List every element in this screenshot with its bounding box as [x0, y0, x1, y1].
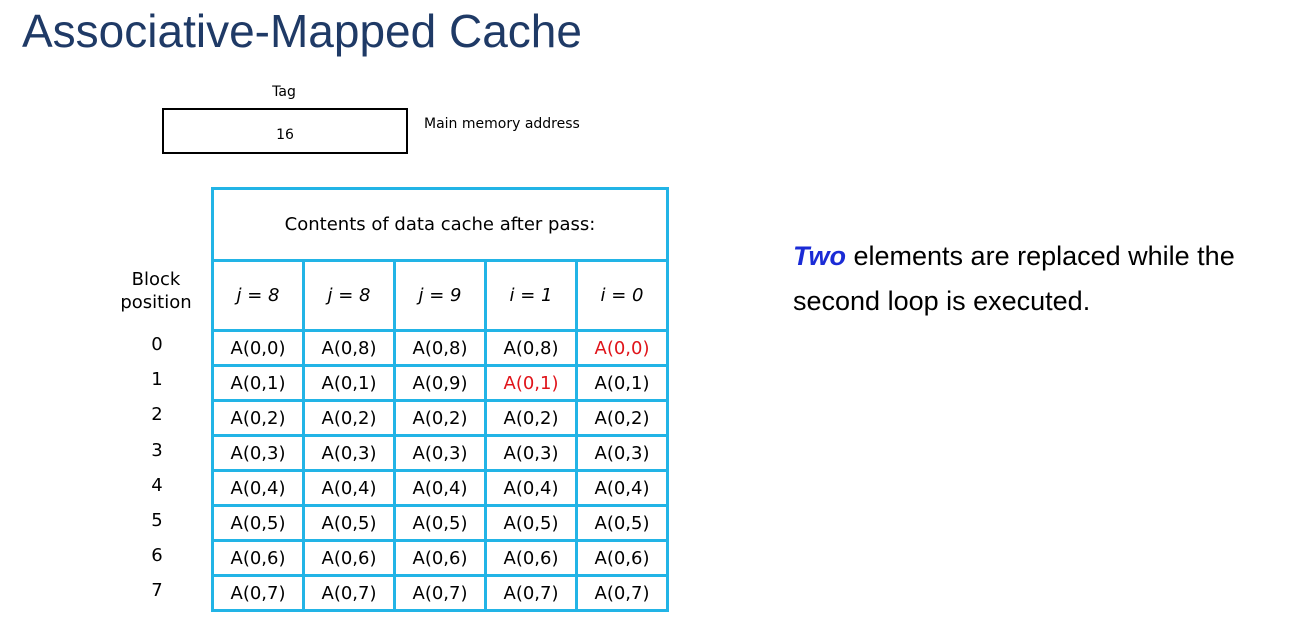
- table-cell: A(0,7): [575, 574, 669, 612]
- tag-field-box: 16: [162, 108, 408, 154]
- table-header: Contents of data cache after pass:: [211, 187, 669, 262]
- table-cell: A(0,2): [211, 399, 305, 437]
- table-cell: A(0,8): [393, 329, 487, 367]
- table-cell: A(0,5): [211, 504, 305, 542]
- cache-contents-table: Contents of data cache after pass: j = 8…: [211, 187, 669, 612]
- table-cell: A(0,5): [484, 504, 578, 542]
- table-cell: A(0,2): [302, 399, 396, 437]
- block-position-label: 3: [151, 439, 163, 461]
- table-cell: A(0,3): [484, 434, 578, 472]
- table-cell: A(0,5): [302, 504, 396, 542]
- block-position-label: 7: [151, 580, 163, 602]
- explanation-note: Two elements are replaced while the seco…: [793, 234, 1293, 324]
- table-row: A(0,6)A(0,6)A(0,6)A(0,6)A(0,6): [211, 539, 669, 577]
- table-cell: A(0,3): [302, 434, 396, 472]
- note-text: elements are replaced while the second l…: [793, 241, 1235, 316]
- column-header-3: i = 1: [484, 259, 578, 332]
- tag-field-bits: 16: [276, 127, 294, 143]
- table-cell: A(0,3): [211, 434, 305, 472]
- table-cell: A(0,1): [575, 364, 669, 402]
- table-cell: A(0,7): [302, 574, 396, 612]
- block-position-label: 2: [151, 404, 163, 426]
- tag-field-label: Tag: [272, 84, 296, 100]
- table-row: A(0,2)A(0,2)A(0,2)A(0,2)A(0,2): [211, 399, 669, 437]
- table-cell: A(0,3): [575, 434, 669, 472]
- table-row: A(0,3)A(0,3)A(0,3)A(0,3)A(0,3): [211, 434, 669, 472]
- block-position-header-line: position: [120, 292, 192, 313]
- table-cell: A(0,2): [575, 399, 669, 437]
- note-emphasis: Two: [793, 241, 846, 271]
- table-cell: A(0,6): [302, 539, 396, 577]
- table-row: A(0,0)A(0,8)A(0,8)A(0,8)A(0,0): [211, 329, 669, 367]
- table-cell: A(0,1): [302, 364, 396, 402]
- table-row: A(0,1)A(0,1)A(0,9)A(0,1)A(0,1): [211, 364, 669, 402]
- table-cell: A(0,2): [393, 399, 487, 437]
- table-cell: A(0,1): [484, 364, 578, 402]
- table-cell: A(0,6): [575, 539, 669, 577]
- block-position-header: Block position: [110, 268, 202, 314]
- table-row: A(0,4)A(0,4)A(0,4)A(0,4)A(0,4): [211, 469, 669, 507]
- block-position-label: 0: [151, 334, 163, 355]
- table-cell: A(0,9): [393, 364, 487, 402]
- table-cell: A(0,6): [393, 539, 487, 577]
- table-cell: A(0,4): [575, 469, 669, 507]
- table-cell: A(0,6): [484, 539, 578, 577]
- table-cell: A(0,4): [302, 469, 396, 507]
- table-cell: A(0,6): [211, 539, 305, 577]
- table-cell: A(0,0): [575, 329, 669, 367]
- table-row: A(0,5)A(0,5)A(0,5)A(0,5)A(0,5): [211, 504, 669, 542]
- column-header-2: j = 9: [393, 259, 487, 332]
- table-cell: A(0,5): [393, 504, 487, 542]
- slide-title: Associative-Mapped Cache: [22, 5, 582, 57]
- table-cell: A(0,1): [211, 364, 305, 402]
- cache-table-body: A(0,0)A(0,8)A(0,8)A(0,8)A(0,0)A(0,1)A(0,…: [211, 329, 669, 612]
- table-cell: A(0,3): [393, 434, 487, 472]
- table-row: A(0,7)A(0,7)A(0,7)A(0,7)A(0,7): [211, 574, 669, 612]
- block-position-header-line: Block: [131, 269, 181, 290]
- column-header-0: j = 8: [211, 259, 305, 332]
- table-cell: A(0,2): [484, 399, 578, 437]
- table-cell: A(0,8): [484, 329, 578, 367]
- table-cell: A(0,7): [211, 574, 305, 612]
- block-position-label: 5: [151, 510, 163, 531]
- table-cell: A(0,5): [575, 504, 669, 542]
- table-cell: A(0,8): [302, 329, 396, 367]
- table-cell: A(0,4): [484, 469, 578, 507]
- main-memory-address-caption: Main memory address: [424, 116, 580, 132]
- table-cell: A(0,4): [393, 469, 487, 507]
- table-cell: A(0,4): [211, 469, 305, 507]
- column-header-1: j = 8: [302, 259, 396, 332]
- table-cell: A(0,7): [393, 574, 487, 612]
- table-cell: A(0,0): [211, 329, 305, 367]
- block-position-label: 1: [151, 369, 163, 391]
- table-cell: A(0,7): [484, 574, 578, 612]
- block-position-label: 4: [151, 474, 163, 496]
- block-position-label: 6: [151, 545, 163, 567]
- column-header-4: i = 0: [575, 259, 669, 332]
